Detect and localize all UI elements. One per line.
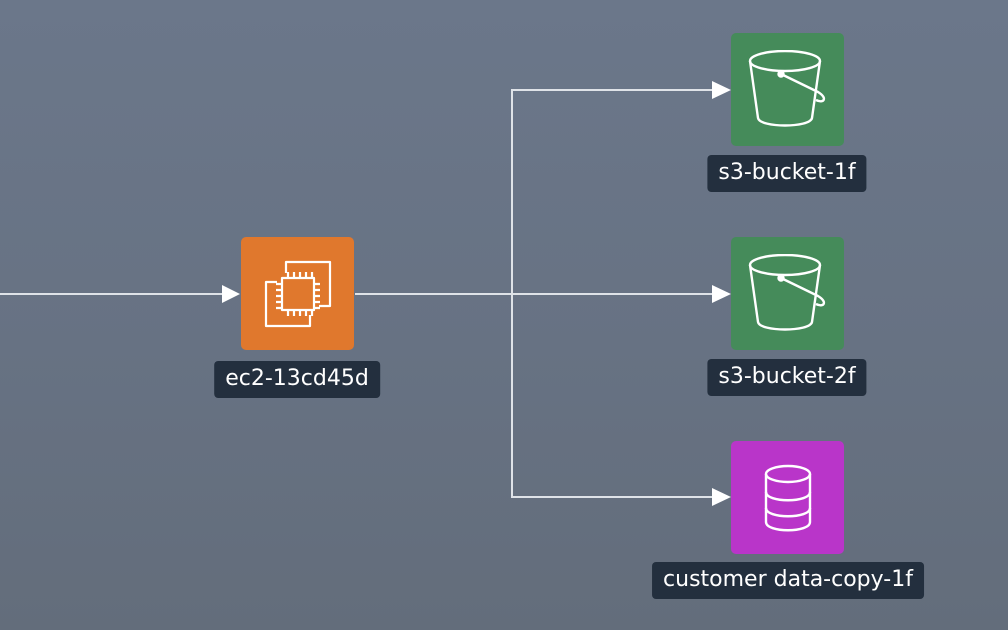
s3-bucket-1f-label: s3-bucket-1f bbox=[707, 155, 867, 192]
database-icon bbox=[764, 464, 811, 531]
s3-bucket-2f-label: s3-bucket-2f bbox=[707, 359, 867, 396]
s3-bucket-1f-node[interactable] bbox=[731, 33, 844, 146]
customer-data-label: customer data-copy-1f bbox=[652, 562, 924, 599]
ec2-node[interactable] bbox=[241, 237, 354, 350]
edge-ec2-to-s3-bucket-1f bbox=[355, 89, 714, 295]
s3-bucket-2f-node[interactable] bbox=[731, 237, 844, 350]
arrowhead-s3-bucket-1f bbox=[712, 81, 731, 99]
customer-data-node[interactable] bbox=[731, 441, 844, 554]
ec2-label: ec2-13cd45d bbox=[214, 361, 380, 398]
bucket-icon bbox=[748, 49, 825, 127]
bucket-icon bbox=[748, 253, 825, 331]
chip-icon bbox=[264, 260, 331, 327]
edge-ec2-to-customer-data bbox=[511, 294, 714, 498]
arrowhead-customer-data bbox=[712, 488, 731, 506]
arrowhead-ec2 bbox=[222, 285, 240, 303]
arrowhead-s3-bucket-2f bbox=[712, 285, 731, 303]
